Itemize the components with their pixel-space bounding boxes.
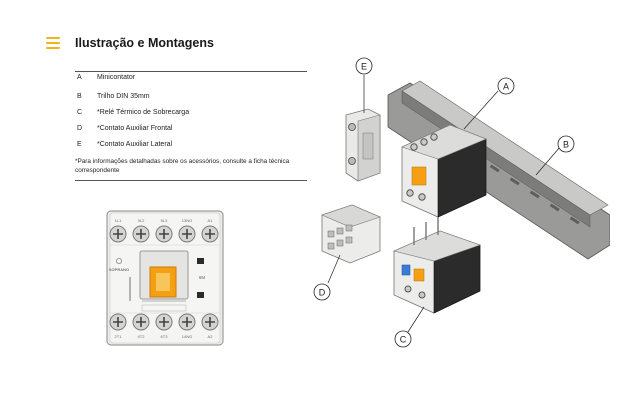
top-terminal-label: A1 bbox=[208, 218, 214, 223]
screw-icon bbox=[109, 313, 127, 331]
brand-label: SOPRANO bbox=[109, 267, 129, 272]
legend-top-divider bbox=[75, 71, 307, 72]
accessories-note: *Para informações detalhadas sobre os ac… bbox=[75, 158, 290, 174]
screw-icon bbox=[155, 225, 173, 243]
screw-icon bbox=[132, 225, 150, 243]
callout-e: E bbox=[355, 57, 373, 75]
legend-bottom-divider bbox=[75, 180, 307, 181]
legend-description: *Relé Térmico de Sobrecarga bbox=[97, 109, 190, 116]
legend-letter: D bbox=[77, 125, 83, 132]
legend-letter: A bbox=[77, 74, 82, 81]
legend-letter: E bbox=[77, 141, 82, 148]
mini-contactor bbox=[401, 124, 487, 218]
bottom-terminal-label: 6T3 bbox=[161, 334, 169, 339]
screw-icon bbox=[201, 225, 219, 243]
front-auxiliary-contact bbox=[321, 204, 381, 264]
model-label: 6M bbox=[199, 275, 206, 280]
legend-letter: C bbox=[77, 109, 83, 116]
top-terminal-label: 5L3 bbox=[161, 218, 168, 223]
screw-icon bbox=[178, 313, 196, 331]
bottom-terminal-label: 14NO bbox=[182, 334, 192, 339]
page-title: Ilustração e Montagens bbox=[75, 36, 214, 50]
legend-description: *Contato Auxiliar Frontal bbox=[97, 125, 173, 132]
callout-b: B bbox=[557, 135, 575, 153]
exploded-assembly-diagram: E A B D C bbox=[313, 57, 610, 348]
bottom-terminal-label: A2 bbox=[208, 334, 214, 339]
brand-logo-icon bbox=[116, 258, 122, 264]
callout-c: C bbox=[394, 330, 412, 348]
screw-icon bbox=[178, 225, 196, 243]
legend-description: Trilho DIN 35mm bbox=[97, 93, 150, 100]
svg-text:E: E bbox=[361, 62, 367, 72]
svg-text:D: D bbox=[319, 288, 326, 298]
bottom-screw-row bbox=[109, 313, 219, 331]
svg-text:B: B bbox=[563, 140, 569, 150]
screw-icon bbox=[109, 225, 127, 243]
din-rail bbox=[387, 80, 610, 260]
lateral-auxiliary-contact bbox=[345, 108, 381, 182]
legend-description: Minicontator bbox=[97, 74, 136, 81]
thermal-overload-relay bbox=[393, 217, 481, 314]
callout-a: A bbox=[497, 77, 515, 95]
screw-icon bbox=[155, 313, 173, 331]
svg-text:C: C bbox=[400, 335, 407, 345]
callout-d: D bbox=[313, 283, 331, 301]
bottom-terminal-label: 4T2 bbox=[138, 334, 146, 339]
legend-letter: B bbox=[77, 93, 82, 100]
bottom-terminal-label: 2T1 bbox=[115, 334, 123, 339]
hamburger-menu-icon[interactable] bbox=[46, 37, 60, 50]
screw-icon bbox=[201, 313, 219, 331]
contactor-front-view: 1L1 3L2 5L3 13NO A1 SOPRANO 6M 2T1 4T2 6… bbox=[106, 210, 224, 346]
top-terminal-label: 3L2 bbox=[138, 218, 145, 223]
screw-icon bbox=[132, 313, 150, 331]
top-terminal-label: 13NO bbox=[182, 218, 192, 223]
top-screw-row bbox=[109, 225, 219, 243]
legend-description: *Contato Auxiliar Lateral bbox=[97, 141, 173, 148]
svg-text:A: A bbox=[503, 82, 509, 92]
top-terminal-label: 1L1 bbox=[115, 218, 122, 223]
